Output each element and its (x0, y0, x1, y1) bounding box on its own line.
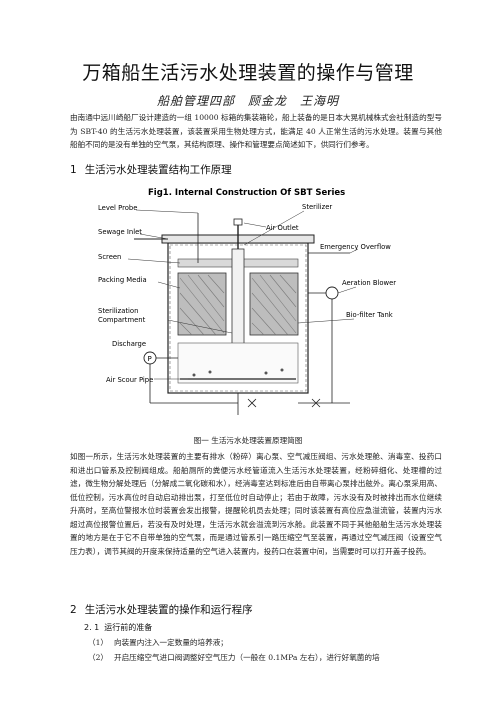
leader-biofilter (297, 318, 355, 324)
leader-air-outlet (243, 222, 267, 228)
packing-hatch-right (251, 274, 297, 336)
leader-sterilizer (243, 210, 305, 246)
leader-level-probe (135, 209, 199, 214)
packing-media-left (177, 272, 227, 336)
label-sewage-inlet: Sewage Inlet (98, 228, 142, 236)
leader-packing-media (157, 281, 181, 289)
label-aeration-blower: Aeration Blower (342, 279, 396, 287)
step-number: （2） (88, 653, 109, 662)
section-number: 1 (70, 164, 77, 176)
label-sterilization: Sterilization (98, 307, 138, 315)
air-outlet-cap (233, 218, 243, 226)
label-compartment: Compartment (98, 316, 146, 324)
label-discharge: Discharge (112, 340, 146, 348)
aeration-blower-symbol (325, 286, 339, 300)
label-emergency-overflow: Emergency Overflow (320, 243, 391, 251)
label-packing-media: Packing Media (98, 276, 147, 284)
leader-sterilization (167, 319, 233, 334)
pump-letter: P (148, 355, 152, 363)
construction-figure: Fig1. Internal Construction Of SBT Serie… (98, 183, 420, 423)
label-screen: Screen (98, 253, 121, 261)
section-title: 生活污水处理装置结构工作原理 (84, 164, 232, 176)
body-paragraph: 如图一所示，生活污水处理装置的主要有排水（粉碎）离心泵、空气减压阀组、污水处理舱… (70, 452, 442, 556)
section-2-heading: 2 生活污水处理装置的操作和运行程序 (70, 602, 253, 617)
section-number: 2 (70, 604, 77, 616)
author-line: 船舶管理四部 顾金龙 王海明 (156, 94, 339, 108)
leader-blower (337, 286, 357, 294)
step-item: （1） 向装置内注入一定数量的培养液； (88, 637, 448, 648)
bubble-4 (280, 368, 284, 372)
figure-caption: 图一 生活污水处理装置原理简图 (193, 436, 303, 445)
step-number: （1） (88, 638, 109, 647)
label-sterilizer: Sterilizer (302, 203, 332, 211)
step-item: （2） 开启压缩空气进口阀调整好空气压力（一般在 0.1MPa 左右），进行好氧菌… (88, 652, 448, 663)
packing-hatch-left (179, 274, 225, 336)
leader-sewage-inlet (139, 233, 169, 240)
label-level-probe: Level Probe (98, 204, 137, 212)
label-air-scour-pipe: Air Scour Pipe (106, 376, 153, 384)
bubble-2 (208, 370, 212, 374)
subsection-title: 运行前的准备 (104, 623, 153, 632)
section-title: 生活污水处理装置的操作和运行程序 (84, 604, 253, 616)
label-bio-filter-tank: Bio-filter Tank (346, 311, 393, 319)
bubble-1 (192, 373, 196, 377)
leader-overflow (349, 248, 359, 254)
section-1-heading: 1 生活污水处理装置结构工作原理 (70, 162, 232, 177)
page-title: 万箱船生活污水处理装置的操作与管理 (82, 62, 414, 84)
abstract-paragraph: 由南通中远川崎船厂设计建造的一组 10000 标箱的集装箱轮，船上装备的是日本大… (70, 113, 442, 149)
subsection-2-1-heading: 2. 1 运行前的准备 (84, 622, 152, 633)
packing-media-right (249, 272, 299, 336)
label-air-outlet: Air Outlet (266, 224, 299, 232)
valve-right (311, 398, 321, 408)
construction-diagram: Fig1. Internal Construction Of SBT Serie… (98, 188, 396, 415)
subsection-number: 2. 1 (84, 623, 100, 632)
step-text: 向装置内注入一定数量的培养液； (114, 638, 228, 647)
step-text: 开启压缩空气进口阀调整好空气压力（一般在 0.1MPa 左右），进行好氧菌的培 (114, 653, 380, 662)
valve-center (247, 398, 257, 408)
bubble-3 (264, 371, 268, 375)
sterilization-compartment (177, 342, 299, 384)
leader-screen (127, 258, 181, 264)
figure-title: Fig1. Internal Construction Of SBT Serie… (148, 188, 345, 198)
